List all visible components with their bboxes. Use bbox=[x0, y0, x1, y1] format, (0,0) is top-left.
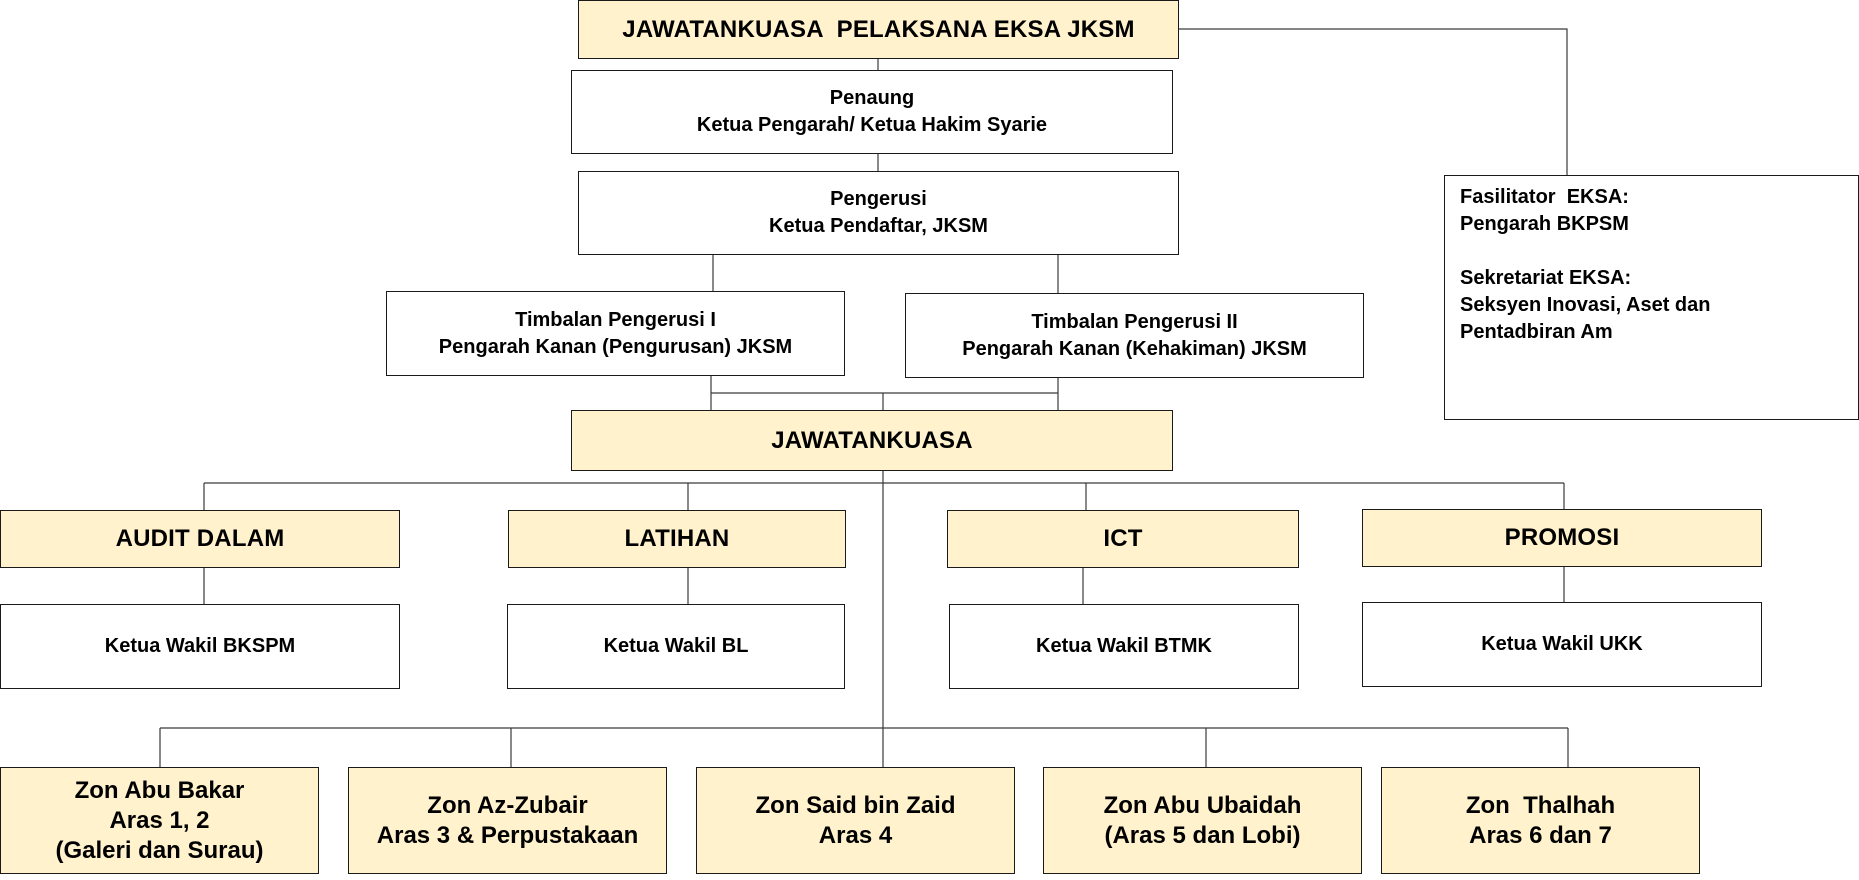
top-committee-box: JAWATANKUASA PELAKSANA EKSA JKSM bbox=[578, 0, 1179, 59]
pengerusi-role: Pengerusi bbox=[830, 188, 927, 210]
zone-line: Zon Thalhah bbox=[1465, 791, 1616, 819]
pengerusi-name: Ketua Pendaftar, JKSM bbox=[769, 215, 988, 237]
fasilitator-name: Pengarah BKPSM bbox=[1460, 213, 1629, 235]
timbalan-2-role: Timbalan Pengerusi II bbox=[1031, 310, 1238, 333]
zone-line: Zon Abu Ubaidah bbox=[1103, 791, 1302, 819]
committee-head-latihan: Ketua Wakil BL bbox=[507, 604, 845, 689]
zone-line: Aras 3 & Perpustakaan bbox=[376, 821, 639, 849]
zone-thalhah: Zon Thalhah Aras 6 dan 7 bbox=[1381, 767, 1700, 874]
committee-name: LATIHAN bbox=[624, 525, 730, 552]
committee-head-audit-dalam: Ketua Wakil BKSPM bbox=[0, 604, 400, 689]
penaung-role: Penaung bbox=[829, 87, 915, 109]
committee-name: PROMOSI bbox=[1504, 524, 1620, 551]
sekretariat-line-1: Seksyen Inovasi, Aset dan bbox=[1460, 294, 1711, 316]
zone-line: Zon Said bin Zaid bbox=[755, 791, 956, 819]
timbalan-1-name: Pengarah Kanan (Pengurusan) JKSM bbox=[438, 335, 793, 358]
committee-name: ICT bbox=[1103, 525, 1143, 552]
committee-audit-dalam: AUDIT DALAM bbox=[0, 510, 400, 568]
zone-line: (Galeri dan Surau) bbox=[55, 836, 264, 864]
pengerusi-box: Pengerusi Ketua Pendaftar, JKSM bbox=[578, 171, 1179, 255]
committee-head-promosi: Ketua Wakil UKK bbox=[1362, 602, 1762, 687]
committee-name: AUDIT DALAM bbox=[115, 525, 285, 552]
zone-said-bin-zaid: Zon Said bin Zaid Aras 4 bbox=[696, 767, 1015, 874]
zone-abu-bakar: Zon Abu Bakar Aras 1, 2 (Galeri dan Sura… bbox=[0, 767, 319, 874]
zone-line: (Aras 5 dan Lobi) bbox=[1104, 821, 1301, 849]
sekretariat-title: Sekretariat EKSA: bbox=[1460, 267, 1632, 289]
zone-line: Zon Abu Bakar bbox=[74, 776, 245, 804]
committee-latihan: LATIHAN bbox=[508, 510, 846, 568]
committee-ict: ICT bbox=[947, 510, 1299, 568]
timbalan-1-role: Timbalan Pengerusi I bbox=[515, 308, 716, 331]
zone-line: Aras 4 bbox=[818, 821, 893, 849]
fasilitator-title: Fasilitator EKSA: bbox=[1460, 186, 1629, 208]
zone-line: Zon Az-Zubair bbox=[427, 791, 588, 819]
jawatankuasa-title: JAWATANKUASA bbox=[771, 426, 973, 454]
committee-head-label: Ketua Wakil BTMK bbox=[1036, 635, 1212, 657]
penaung-name: Ketua Pengarah/ Ketua Hakim Syarie bbox=[696, 114, 1048, 136]
committee-head-ict: Ketua Wakil BTMK bbox=[949, 604, 1299, 689]
zone-abu-ubaidah: Zon Abu Ubaidah (Aras 5 dan Lobi) bbox=[1043, 767, 1362, 874]
connector-top-to-side bbox=[1178, 28, 1568, 176]
committee-promosi: PROMOSI bbox=[1362, 509, 1762, 567]
zone-az-zubair: Zon Az-Zubair Aras 3 & Perpustakaan bbox=[348, 767, 667, 874]
top-committee-title: JAWATANKUASA PELAKSANA EKSA JKSM bbox=[622, 15, 1135, 43]
timbalan-2-box: Timbalan Pengerusi II Pengarah Kanan (Ke… bbox=[905, 293, 1364, 378]
timbalan-2-name: Pengarah Kanan (Kehakiman) JKSM bbox=[962, 337, 1307, 360]
jawatankuasa-box: JAWATANKUASA bbox=[571, 410, 1173, 471]
penaung-box: Penaung Ketua Pengarah/ Ketua Hakim Syar… bbox=[571, 70, 1173, 154]
side-info-box: Fasilitator EKSA: Pengarah BKPSM Sekreta… bbox=[1444, 175, 1859, 420]
committee-head-label: Ketua Wakil UKK bbox=[1481, 633, 1643, 655]
timbalan-1-box: Timbalan Pengerusi I Pengarah Kanan (Pen… bbox=[386, 291, 845, 376]
committee-head-label: Ketua Wakil BL bbox=[603, 635, 749, 657]
sekretariat-line-2: Pentadbiran Am bbox=[1460, 321, 1613, 343]
zone-line: Aras 6 dan 7 bbox=[1469, 821, 1612, 849]
zone-line: Aras 1, 2 bbox=[109, 806, 210, 834]
committee-head-label: Ketua Wakil BKSPM bbox=[104, 635, 296, 657]
